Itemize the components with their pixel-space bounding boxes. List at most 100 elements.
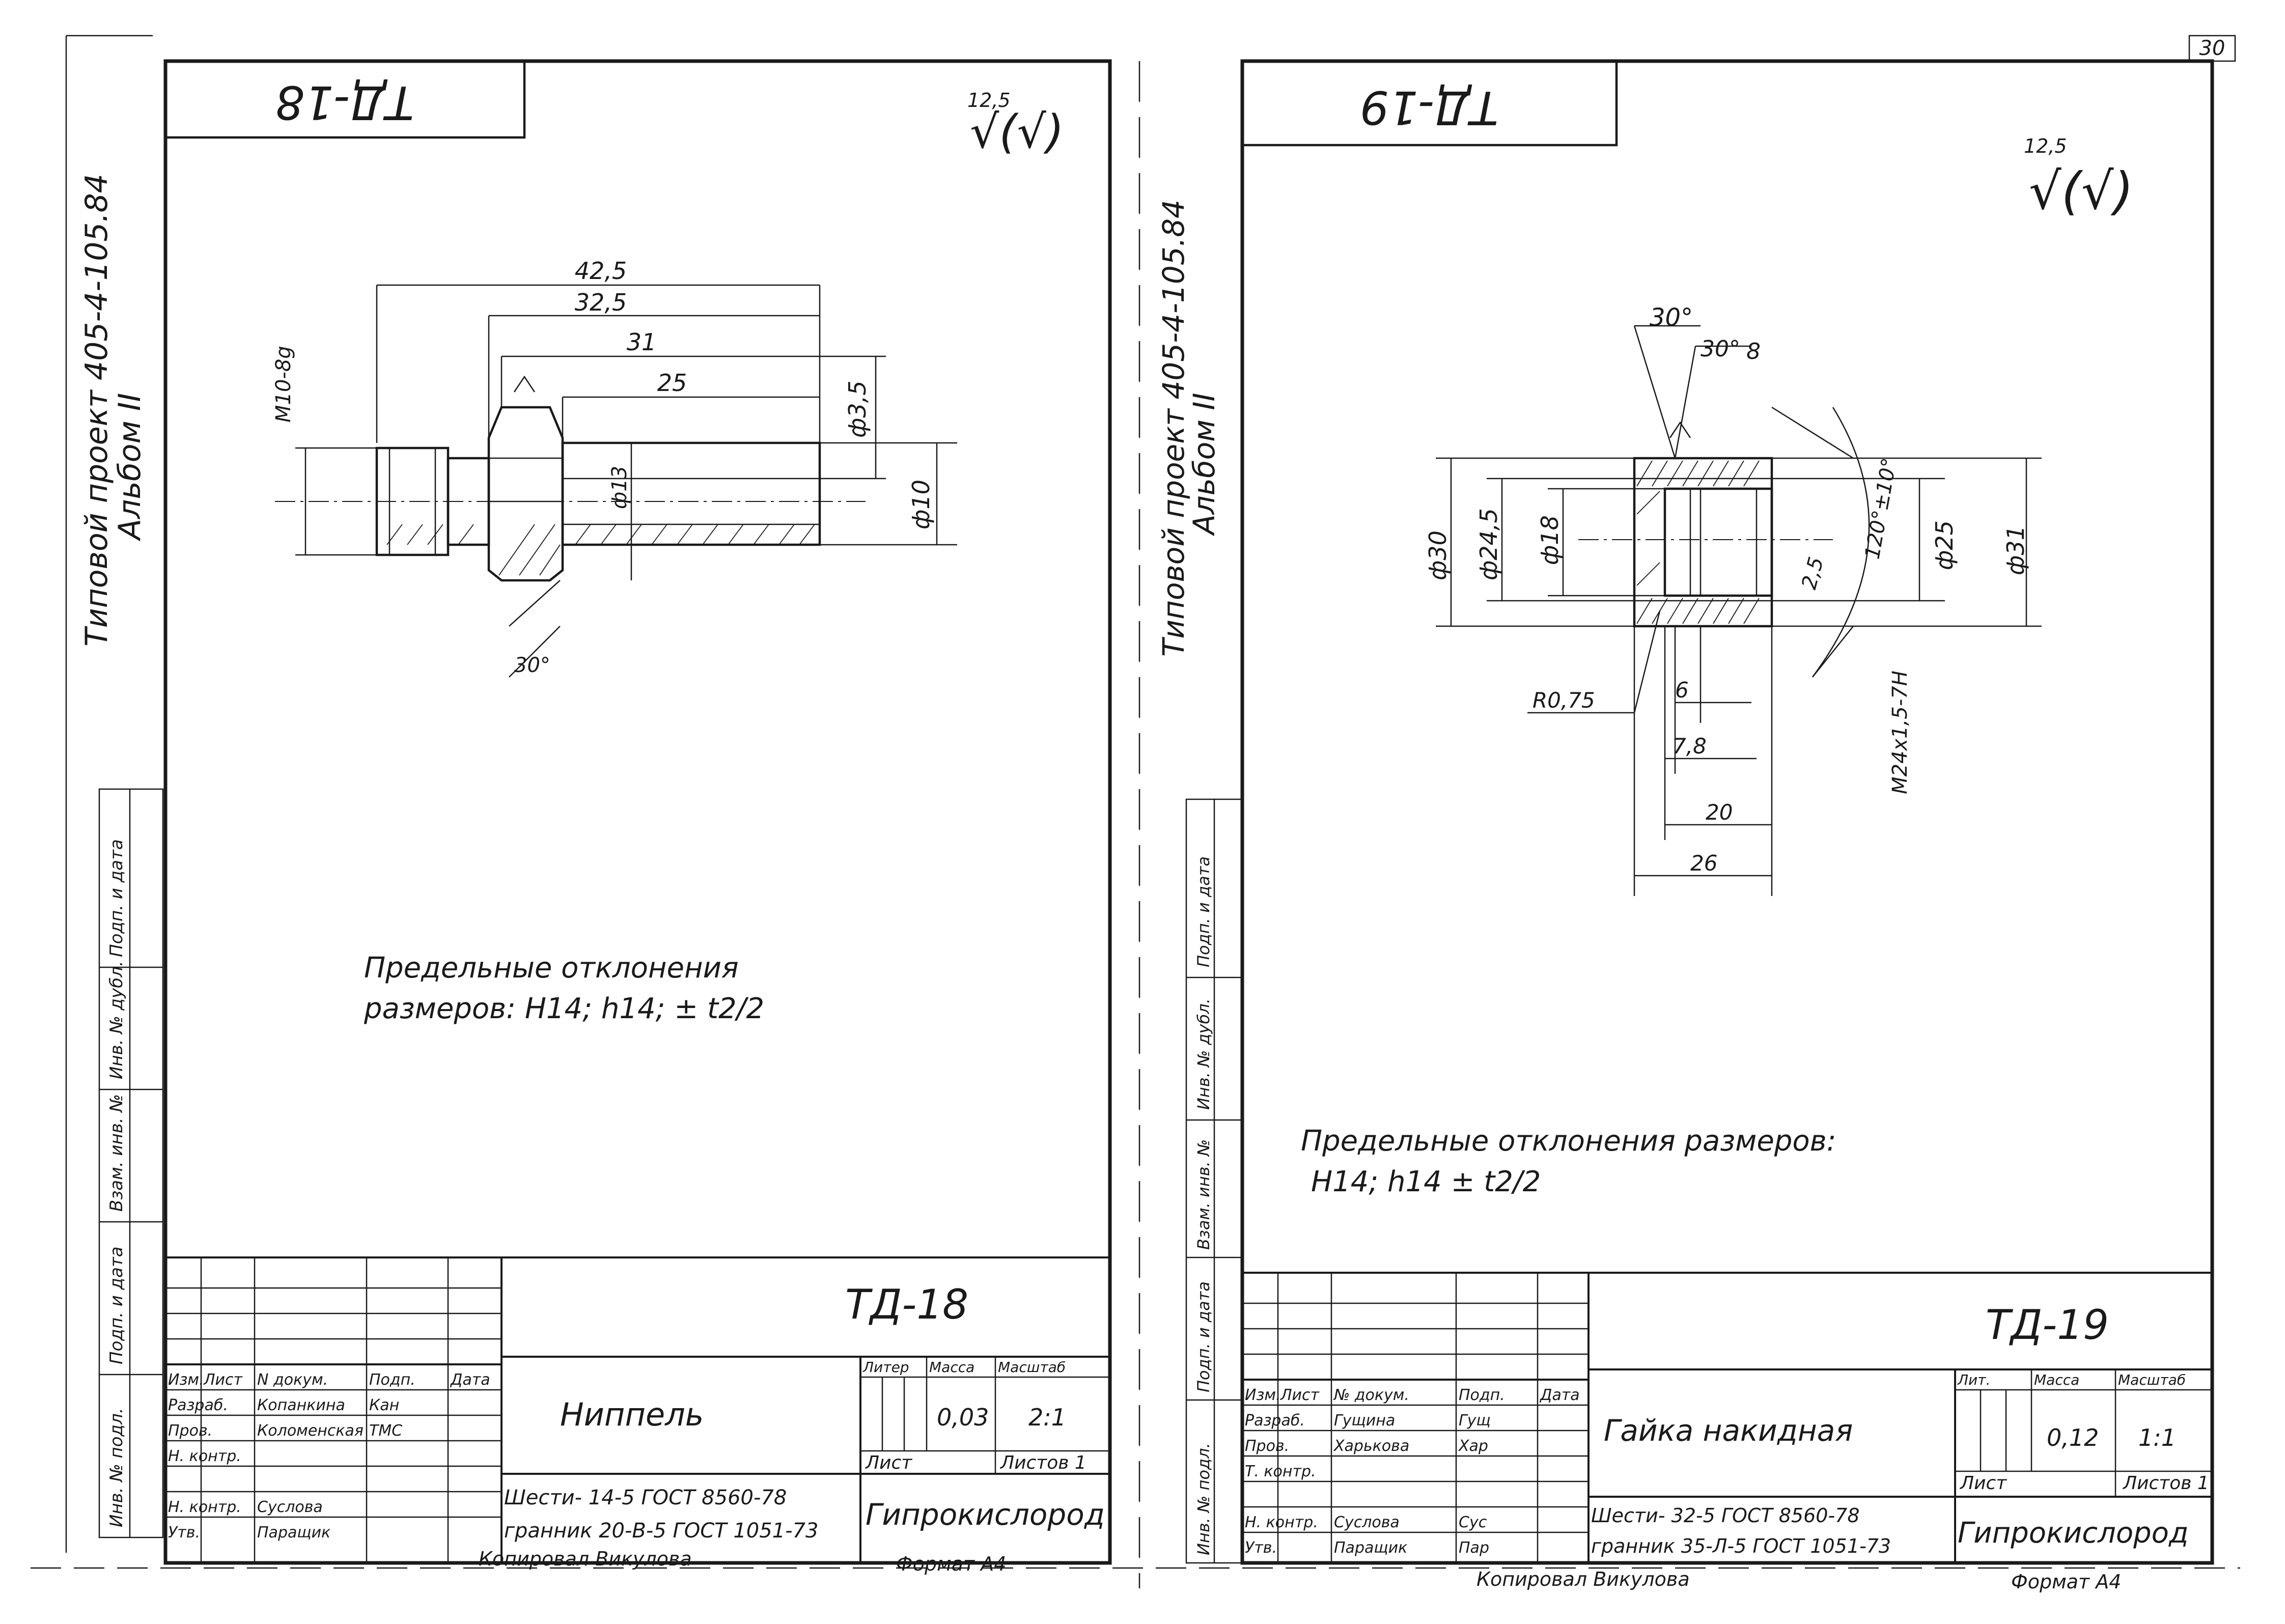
svg-text:Подп. и дата: Подп. и дата	[106, 1246, 127, 1364]
part-union-nut: 30° 30° 8 ф30 ф24,5 ф18 2,5 120°±10° ф25…	[1424, 303, 2042, 896]
section-hatch	[1636, 460, 1760, 624]
copied-by: Копировал Викулова	[1476, 1568, 1690, 1590]
mass-value: 0,12	[2047, 1424, 2099, 1451]
svg-text:Кан: Кан	[369, 1396, 399, 1414]
project-title: Типовой проект 405-4-105.84	[79, 174, 115, 647]
section-hatch	[386, 524, 815, 576]
drawing-code-mirrored: ТД-18	[275, 75, 414, 129]
dim-7-8: 7,8	[1673, 734, 1707, 759]
part-title: Ниппель	[560, 1396, 704, 1433]
roughness-mark	[513, 375, 536, 393]
svg-text:Пар: Пар	[1459, 1539, 1489, 1557]
svg-text:Харькова: Харькова	[1333, 1437, 1409, 1455]
svg-text:Литер: Литер	[862, 1359, 909, 1376]
svg-text:Масштаб: Масштаб	[998, 1359, 1066, 1376]
svg-text:Суслова: Суслова	[257, 1498, 323, 1516]
drawing-code: ТД-19	[1986, 1301, 2109, 1349]
dim-31: 31	[627, 328, 657, 356]
svg-text:Утв.: Утв.	[1245, 1539, 1277, 1557]
svg-text:Н. контр.: Н. контр.	[168, 1447, 241, 1465]
svg-text:Подп.: Подп.	[369, 1371, 415, 1389]
project-title: Типовой проект 405-4-105.84	[1156, 200, 1191, 657]
svg-text:Коломенская: Коломенская	[257, 1422, 364, 1440]
tolerance-note-line1: Предельные отклонения	[364, 951, 739, 985]
dim-d10: ф10	[907, 480, 935, 529]
dim-chamfer-30: 30°	[514, 654, 550, 677]
drawing-code-mirrored: ТД-19	[1360, 80, 1498, 134]
scale-value: 2:1	[1028, 1404, 1066, 1431]
svg-text:Листов 1: Листов 1	[2122, 1473, 2209, 1494]
code-box-top	[164, 60, 526, 139]
svg-text:Масштаб: Масштаб	[2118, 1371, 2186, 1388]
dim-angle-120: 120°±10°	[1861, 456, 1902, 561]
material-line2: гранник 35-Л-5 ГОСТ 1051-73	[1591, 1535, 1891, 1557]
svg-text:Масса: Масса	[2034, 1371, 2079, 1388]
svg-text:N докум.: N докум.	[257, 1371, 328, 1389]
svg-text:Пров.: Пров.	[168, 1422, 212, 1440]
svg-text:Паращик: Паращик	[257, 1524, 330, 1542]
material-line1: Шести- 14-5 ГОСТ 8560-78	[504, 1486, 787, 1509]
svg-text:Паращик: Паращик	[1334, 1539, 1407, 1557]
svg-text:Лист: Лист	[865, 1452, 912, 1473]
tolerance-note-line2: размеров: H14; h14; ± t2/2	[364, 992, 764, 1025]
dim-chamfer-30-inner: 30°	[1701, 336, 1740, 362]
format-label: Формат А4	[896, 1553, 1006, 1575]
mass-value: 0,03	[937, 1404, 989, 1431]
svg-text:Листов 1: Листов 1	[999, 1452, 1086, 1473]
tube-body	[561, 441, 821, 546]
material-line1: Шести- 32-5 ГОСТ 8560-78	[1591, 1504, 1860, 1527]
svg-text:Лист: Лист	[1280, 1386, 1320, 1404]
dim-m10-thread: M10-8g	[272, 346, 295, 423]
title-block-td19: Изм. Лист № докум. Подп. Дата Разраб. Гу…	[1242, 1272, 2212, 1563]
svg-text:Дата: Дата	[1539, 1386, 1580, 1404]
part-nipple: 42,5 32,5 31 25 ф3,5 ф10 ф13 M10-8g 30°	[272, 257, 957, 678]
roughness-symbol: √(√)	[970, 105, 1064, 159]
format-label: Формат А4	[2011, 1571, 2121, 1593]
svg-text:Подп. и дата: Подп. и дата	[1194, 1281, 1213, 1392]
svg-text:Хар: Хар	[1458, 1437, 1488, 1455]
svg-text:Подп.: Подп.	[1459, 1386, 1505, 1404]
svg-text:Разраб.: Разраб.	[168, 1396, 228, 1414]
dim-20: 20	[1706, 800, 1733, 825]
dim-2-5: 2,5	[1797, 554, 1828, 592]
svg-text:Изм.: Изм.	[1245, 1386, 1281, 1404]
dim-42-5: 42,5	[575, 257, 627, 285]
dim-25: 25	[657, 369, 687, 397]
dim-d31: ф31	[2002, 525, 2029, 575]
dim-d24-5: ф24,5	[1475, 508, 1502, 580]
svg-text:Гущ: Гущ	[1459, 1412, 1491, 1430]
svg-text:Гущина: Гущина	[1334, 1412, 1395, 1430]
svg-text:Н. контр.: Н. контр.	[168, 1498, 241, 1516]
dim-6: 6	[1675, 678, 1689, 703]
side-stamp-td18: Инв. № подл. Подп. и дата Взам. инв. № И…	[98, 788, 164, 1538]
dimension-lines	[1436, 325, 2042, 896]
roughness-value: 12,5	[2024, 135, 2067, 157]
sheet-td19: ТД-19 Типовой проект 405-4-105.84 Альбом…	[1156, 59, 2214, 1593]
svg-text:Инв. № дубл.: Инв. № дубл.	[1194, 998, 1213, 1110]
dim-d3-5: ф3,5	[844, 381, 871, 438]
part-title: Гайка накидная	[1604, 1413, 1853, 1448]
frame-td18	[163, 59, 1112, 1565]
dim-d25: ф25	[1931, 520, 1958, 570]
roughness-mark	[1669, 421, 1691, 438]
code-box-top	[1241, 60, 1618, 147]
svg-text:Инв. № дубл.: Инв. № дубл.	[106, 961, 127, 1079]
svg-text:Лист: Лист	[1959, 1473, 2007, 1494]
tolerance-note-line2: H14; h14 ± t2/2	[1311, 1165, 1541, 1198]
svg-text:Изм.: Изм.	[168, 1371, 204, 1389]
title-block-td18: Изм. Лист N докум. Подп. Дата Разраб. Ко…	[165, 1256, 1110, 1563]
svg-text:Масса: Масса	[929, 1359, 974, 1376]
threaded-bore	[1663, 487, 1773, 597]
svg-text:Копанкина: Копанкина	[257, 1396, 345, 1414]
album-label: Альбом II	[112, 393, 148, 542]
svg-text:Инв. № подл.: Инв. № подл.	[1194, 1443, 1213, 1555]
svg-text:Пров.: Пров.	[1245, 1437, 1289, 1455]
roughness-value: 12,5	[967, 89, 1011, 111]
svg-text:№ докум.: № докум.	[1333, 1386, 1409, 1404]
dim-d18: ф18	[1536, 515, 1564, 565]
copied-by: Копировал Викулова	[479, 1548, 692, 1570]
svg-text:Дата: Дата	[450, 1371, 490, 1389]
album-label: Альбом II	[1187, 393, 1221, 537]
roughness-symbol: √(√)	[2029, 161, 2133, 221]
